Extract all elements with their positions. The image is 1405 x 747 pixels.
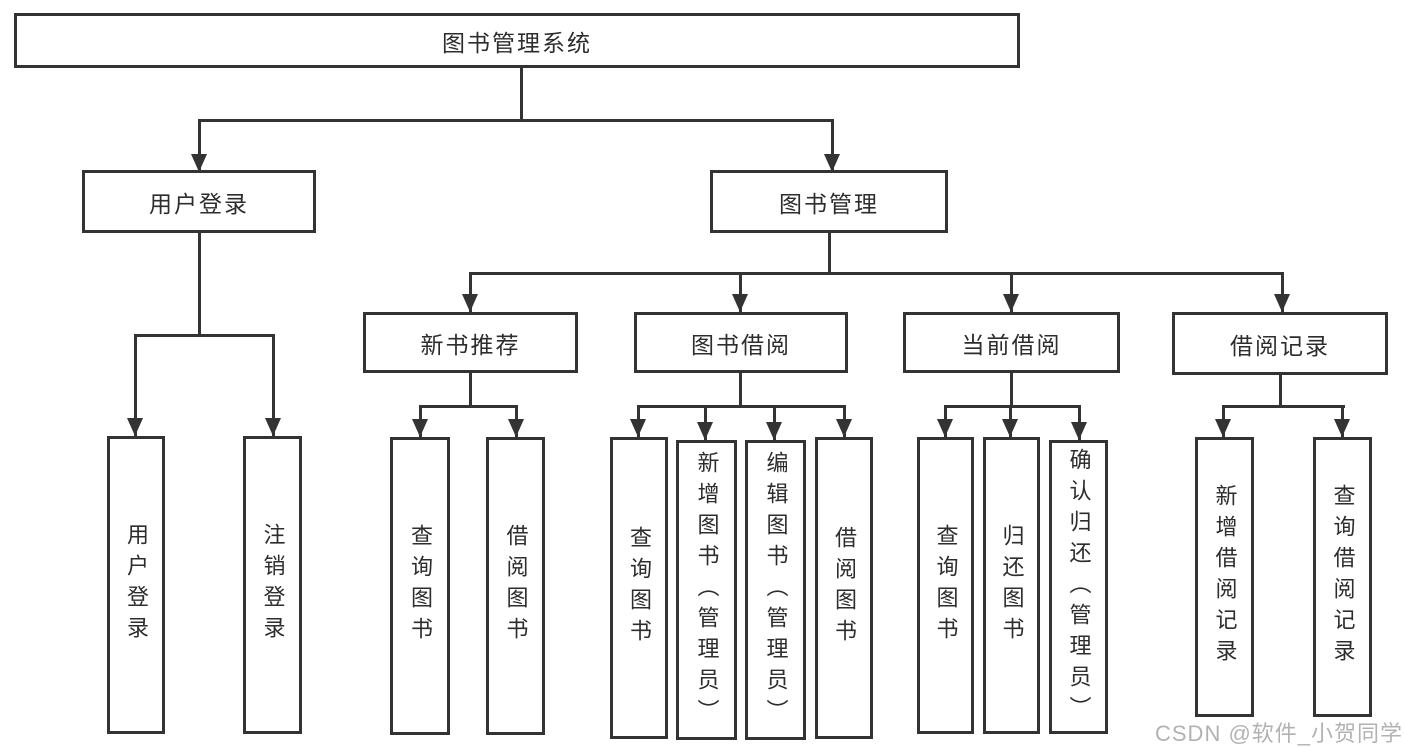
arrowhead-records-leaf1 bbox=[1215, 419, 1231, 437]
arrowhead-records bbox=[1274, 294, 1290, 312]
node-book-mgmt-label: 图书管理 bbox=[779, 190, 879, 217]
connector-borrow-stem bbox=[739, 373, 742, 407]
leaf-return-book-label: 归还图书 bbox=[999, 523, 1025, 648]
connector-drop-borrow bbox=[739, 272, 742, 312]
node-book-borrow: 图书借阅 bbox=[634, 312, 848, 373]
leaf-recommend-borrow-book-label: 借阅图书 bbox=[503, 524, 529, 648]
connector-current-stem bbox=[1010, 373, 1013, 407]
node-book-mgmt: 图书管理 bbox=[710, 170, 948, 233]
node-new-book-recommend: 新书推荐 bbox=[363, 312, 578, 373]
arrowhead-borrow bbox=[732, 294, 748, 312]
leaf-borrow-book-label: 借阅图书 bbox=[832, 526, 857, 650]
node-borrow-records: 借阅记录 bbox=[1172, 312, 1388, 375]
arrowhead-borrow-leaf2 bbox=[697, 422, 713, 440]
arrowhead-login-leaf1 bbox=[127, 418, 143, 436]
leaf-add-borrow-record-label: 新增借阅记录 bbox=[1212, 484, 1238, 670]
node-library-system-root: 图书管理系统 bbox=[14, 13, 1020, 68]
arrowhead-borrow-leaf3 bbox=[766, 422, 782, 440]
csdn-watermark: CSDN @软件_小贺同学 bbox=[1155, 721, 1404, 746]
leaf-recommend-query-book: 查询图书 bbox=[390, 437, 450, 735]
node-user-login-label: 用户登录 bbox=[149, 190, 249, 217]
node-current-borrow: 当前借阅 bbox=[903, 312, 1120, 373]
leaf-logout: 注销登录 bbox=[243, 436, 302, 734]
leaf-confirm-return-admin-label: 确认归还（管理员） bbox=[1066, 447, 1092, 727]
leaf-current-query-book-label: 查询图书 bbox=[933, 523, 959, 648]
connector-root-crossbar bbox=[198, 119, 834, 122]
arrowhead-login-leaf2 bbox=[265, 418, 281, 436]
connector-root-stem bbox=[520, 68, 523, 122]
connector-drop-user-login bbox=[198, 119, 201, 172]
connector-login-crossbar bbox=[134, 334, 275, 337]
node-new-book-recommend-label: 新书推荐 bbox=[420, 331, 521, 358]
arrowhead-current-leaf3 bbox=[1071, 422, 1087, 440]
arrowhead-records-leaf2 bbox=[1334, 419, 1350, 437]
connector-records-crossbar bbox=[1222, 405, 1345, 408]
leaf-add-borrow-record: 新增借阅记录 bbox=[1195, 437, 1254, 717]
leaf-edit-book-admin: 编辑图书（管理员） bbox=[745, 440, 806, 740]
leaf-logout-label: 注销登录 bbox=[260, 523, 286, 647]
node-book-borrow-label: 图书借阅 bbox=[691, 331, 791, 358]
leaf-borrow-query-book: 查询图书 bbox=[610, 437, 668, 739]
leaf-recommend-borrow-book: 借阅图书 bbox=[486, 437, 545, 735]
connector-drop-records bbox=[1281, 272, 1284, 312]
arrowhead-borrow-leaf1 bbox=[630, 419, 646, 437]
connector-drop-book-mgmt bbox=[831, 119, 834, 172]
connector-login-stem bbox=[198, 233, 201, 337]
leaf-edit-book-admin-label: 编辑图书（管理员） bbox=[763, 450, 789, 730]
connector-drop-current bbox=[1010, 272, 1013, 312]
leaf-return-book: 归还图书 bbox=[983, 437, 1040, 734]
arrowhead-book-mgmt bbox=[824, 154, 840, 172]
node-current-borrow-label: 当前借阅 bbox=[961, 331, 1062, 358]
connector-drop-login-leaf1 bbox=[134, 334, 137, 436]
connector-current-crossbar bbox=[944, 405, 1081, 408]
leaf-add-book-admin-label: 新增图书（管理员） bbox=[694, 450, 720, 730]
connector-drop-login-leaf2 bbox=[272, 334, 275, 436]
leaf-query-borrow-record-label: 查询借阅记录 bbox=[1330, 484, 1356, 670]
leaf-borrow-book: 借阅图书 bbox=[815, 437, 873, 739]
node-library-system-root-label: 图书管理系统 bbox=[442, 29, 592, 56]
arrowhead-current bbox=[1003, 294, 1019, 312]
connector-drop-recommend bbox=[469, 272, 472, 312]
arrowhead-current-leaf2 bbox=[1002, 419, 1018, 437]
leaf-recommend-query-book-label: 查询图书 bbox=[408, 524, 433, 648]
leaf-confirm-return-admin: 确认归还（管理员） bbox=[1049, 440, 1108, 734]
connector-recommend-stem bbox=[469, 373, 472, 407]
connector-records-stem bbox=[1279, 375, 1282, 407]
leaf-borrow-query-book-label: 查询图书 bbox=[627, 526, 652, 650]
leaf-add-book-admin: 新增图书（管理员） bbox=[676, 440, 737, 740]
arrowhead-recommend-leaf2 bbox=[508, 419, 524, 437]
leaf-user-login-label: 用户登录 bbox=[124, 523, 149, 647]
connector-mgmt-crossbar bbox=[469, 272, 1284, 275]
node-user-login: 用户登录 bbox=[82, 170, 316, 233]
arrowhead-user-login bbox=[191, 154, 207, 172]
leaf-query-borrow-record: 查询借阅记录 bbox=[1313, 437, 1372, 717]
node-borrow-records-label: 借阅记录 bbox=[1230, 332, 1330, 359]
leaf-current-query-book: 查询图书 bbox=[917, 437, 974, 734]
leaf-user-login: 用户登录 bbox=[107, 436, 165, 734]
connector-recommend-crossbar bbox=[419, 405, 518, 408]
arrowhead-recommend-leaf1 bbox=[412, 419, 428, 437]
arrowhead-current-leaf1 bbox=[937, 419, 953, 437]
arrowhead-borrow-leaf4 bbox=[836, 419, 852, 437]
arrowhead-recommend bbox=[462, 294, 478, 312]
connector-mgmt-stem bbox=[828, 233, 831, 274]
connector-borrow-crossbar bbox=[637, 405, 846, 408]
